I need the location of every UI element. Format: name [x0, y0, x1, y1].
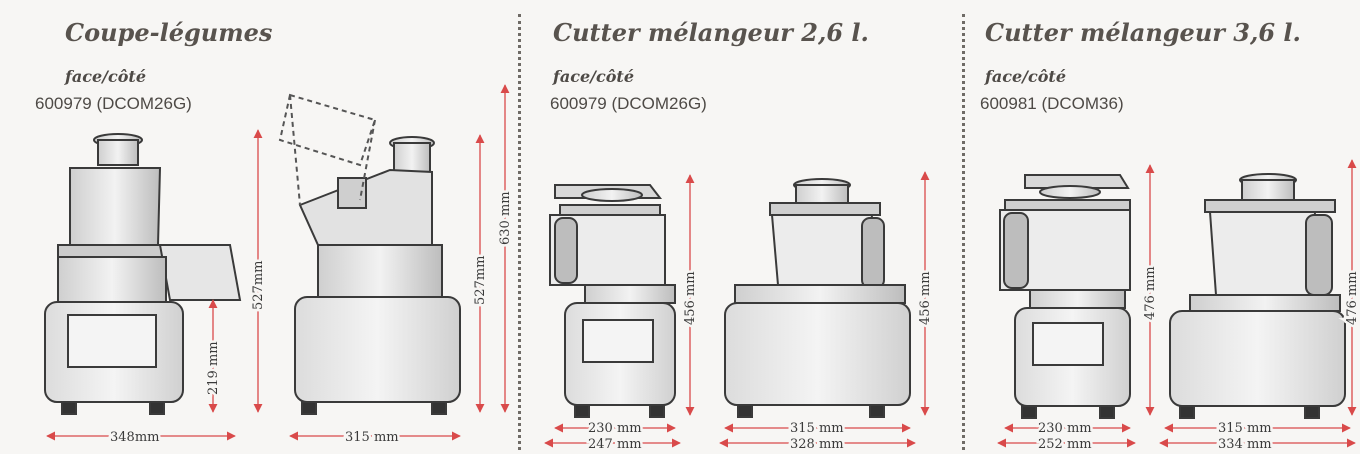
- dim-p3-side-height: 476 mm: [1345, 271, 1360, 325]
- panel-title: Coupe-légumes: [65, 18, 273, 47]
- dim-p1-front-height: 527mm: [251, 261, 266, 310]
- dimension-lines: [46, 84, 1357, 448]
- dim-p2-front-width-total: 247 mm: [588, 437, 642, 452]
- vegetable-cutter-side-drawing: [278, 93, 461, 415]
- dim-p3-side-width-total: 334 mm: [1218, 437, 1272, 452]
- product-reference: 600979 (DCOM26G): [550, 94, 707, 113]
- dim-p1-front-base: 219 mm: [206, 341, 221, 395]
- separator-dotted: [518, 14, 521, 450]
- panel-vegetable-cutter: Coupe-légumes face/côté 600979 (DCOM26G): [35, 0, 505, 454]
- dim-p3-side-width-base: 315 mm: [1218, 421, 1272, 436]
- cutter-36-front-drawing: [999, 174, 1131, 419]
- cutter-26-side-drawing: [724, 178, 911, 418]
- dim-p3-front-height: 476 mm: [1143, 266, 1158, 320]
- dim-p1-side-width: 315 mm: [345, 430, 399, 445]
- separator-dotted: [962, 14, 965, 450]
- dim-p2-side-width-total: 328 mm: [790, 437, 844, 452]
- product-reference: 600979 (DCOM26G): [35, 94, 192, 113]
- panel-cutter-26: Cutter mélangeur 2,6 l. face/côté 600979…: [550, 0, 953, 454]
- dim-p2-front-height: 456 mm: [683, 271, 698, 325]
- dim-p2-front-width-base: 230 mm: [588, 421, 642, 436]
- panel-subtitle: face/côté: [553, 67, 634, 86]
- dim-p1-side-height: 527mm: [473, 256, 488, 305]
- cutter-26-front-drawing: [549, 184, 676, 418]
- panel-subtitle: face/côté: [65, 67, 146, 86]
- panel-cutter-36: Cutter mélangeur 3,6 l. face/côté 600981…: [980, 0, 1355, 454]
- dim-p2-side-height: 456 mm: [918, 271, 933, 325]
- dim-p3-front-width-base: 230 mm: [1038, 421, 1092, 436]
- cutter-36-side-drawing: [1169, 173, 1346, 419]
- product-reference: 600981 (DCOM36): [980, 94, 1124, 113]
- panel-title: Cutter mélangeur 3,6 l.: [985, 18, 1301, 47]
- dim-p3-front-width-total: 252 mm: [1038, 437, 1092, 452]
- panel-subtitle: face/côté: [985, 67, 1066, 86]
- vegetable-cutter-front-drawing: [44, 133, 242, 415]
- dim-p2-side-width-base: 315 mm: [790, 421, 844, 436]
- dim-p1-front-width: 348mm: [110, 430, 159, 445]
- dim-p1-side-open-height: 630 mm: [498, 191, 513, 245]
- panel-title: Cutter mélangeur 2,6 l.: [553, 18, 869, 47]
